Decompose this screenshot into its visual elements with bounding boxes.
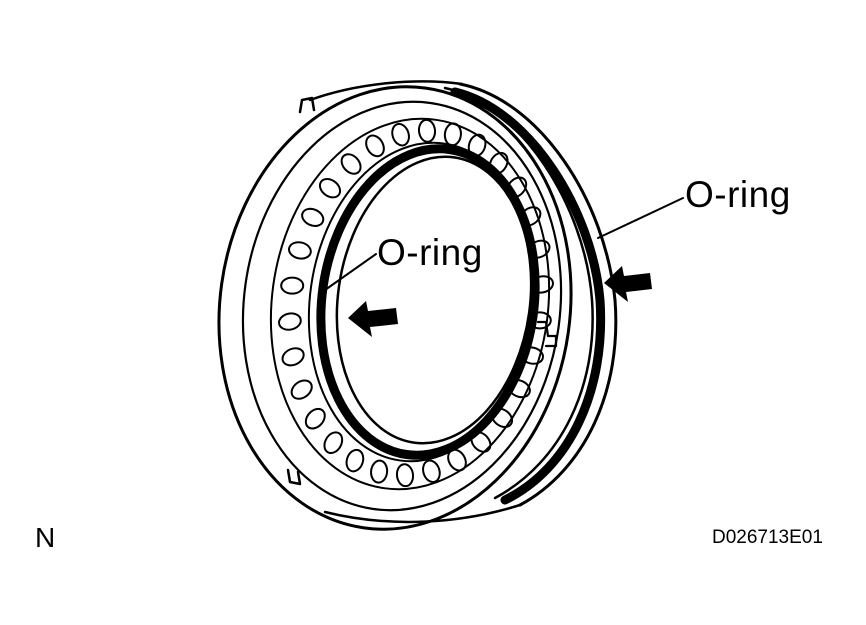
outer-oring-band (450, 87, 606, 505)
retainer-ball (365, 134, 385, 158)
retainer-ball (301, 207, 325, 227)
retainer-ball (506, 176, 528, 199)
inner-bore (335, 155, 533, 445)
retainer-ball (323, 431, 344, 455)
retainer-ball (417, 118, 437, 143)
inner-oring-arrow-icon (348, 301, 398, 337)
right-notch (536, 320, 558, 348)
retainer-ball (490, 407, 514, 428)
inner-oring-label: O-ring (377, 232, 483, 273)
bottom-notch (286, 468, 302, 486)
retainer-ball (288, 241, 312, 260)
retainer-ball (370, 459, 389, 484)
retainer-ball (530, 275, 554, 294)
retainer-ball (318, 178, 342, 199)
retainer-ball (519, 206, 542, 227)
retainer-ball (467, 133, 487, 158)
top-notch (298, 96, 316, 114)
outer-oring-label: O-ring (685, 174, 791, 215)
retainer-ball (443, 122, 462, 147)
outer-oring-arrow-icon (604, 266, 652, 302)
retainer-ball (290, 379, 313, 400)
figure-code: D026713E01 (712, 527, 823, 548)
retainer-balls (278, 118, 554, 488)
front-face-outer-edge (217, 85, 573, 531)
housing-back-edge (458, 82, 618, 507)
retainer-ball (447, 448, 467, 472)
retainer-ball (507, 379, 531, 399)
inner-oring (316, 144, 540, 460)
outer-oring-leader (597, 197, 684, 239)
retainer-ball (395, 463, 415, 488)
retainer-ball (280, 276, 305, 295)
retainer-ball (304, 407, 326, 430)
retainer-ball (527, 311, 552, 330)
retainer-track-outer (269, 117, 551, 491)
retainer-ball (345, 448, 365, 473)
retainer-ball (488, 151, 509, 175)
retainer-ball (520, 346, 544, 365)
retainer-ball (470, 431, 492, 453)
retainer-ball (422, 459, 441, 484)
corner-letter: N (35, 522, 56, 553)
retainer-ball (281, 347, 305, 367)
inner-oring-leader (324, 253, 377, 291)
retainer-ball (340, 153, 362, 175)
retainer-ball (527, 239, 551, 259)
retainer-ball (278, 312, 302, 331)
retainer-ball (391, 122, 410, 147)
